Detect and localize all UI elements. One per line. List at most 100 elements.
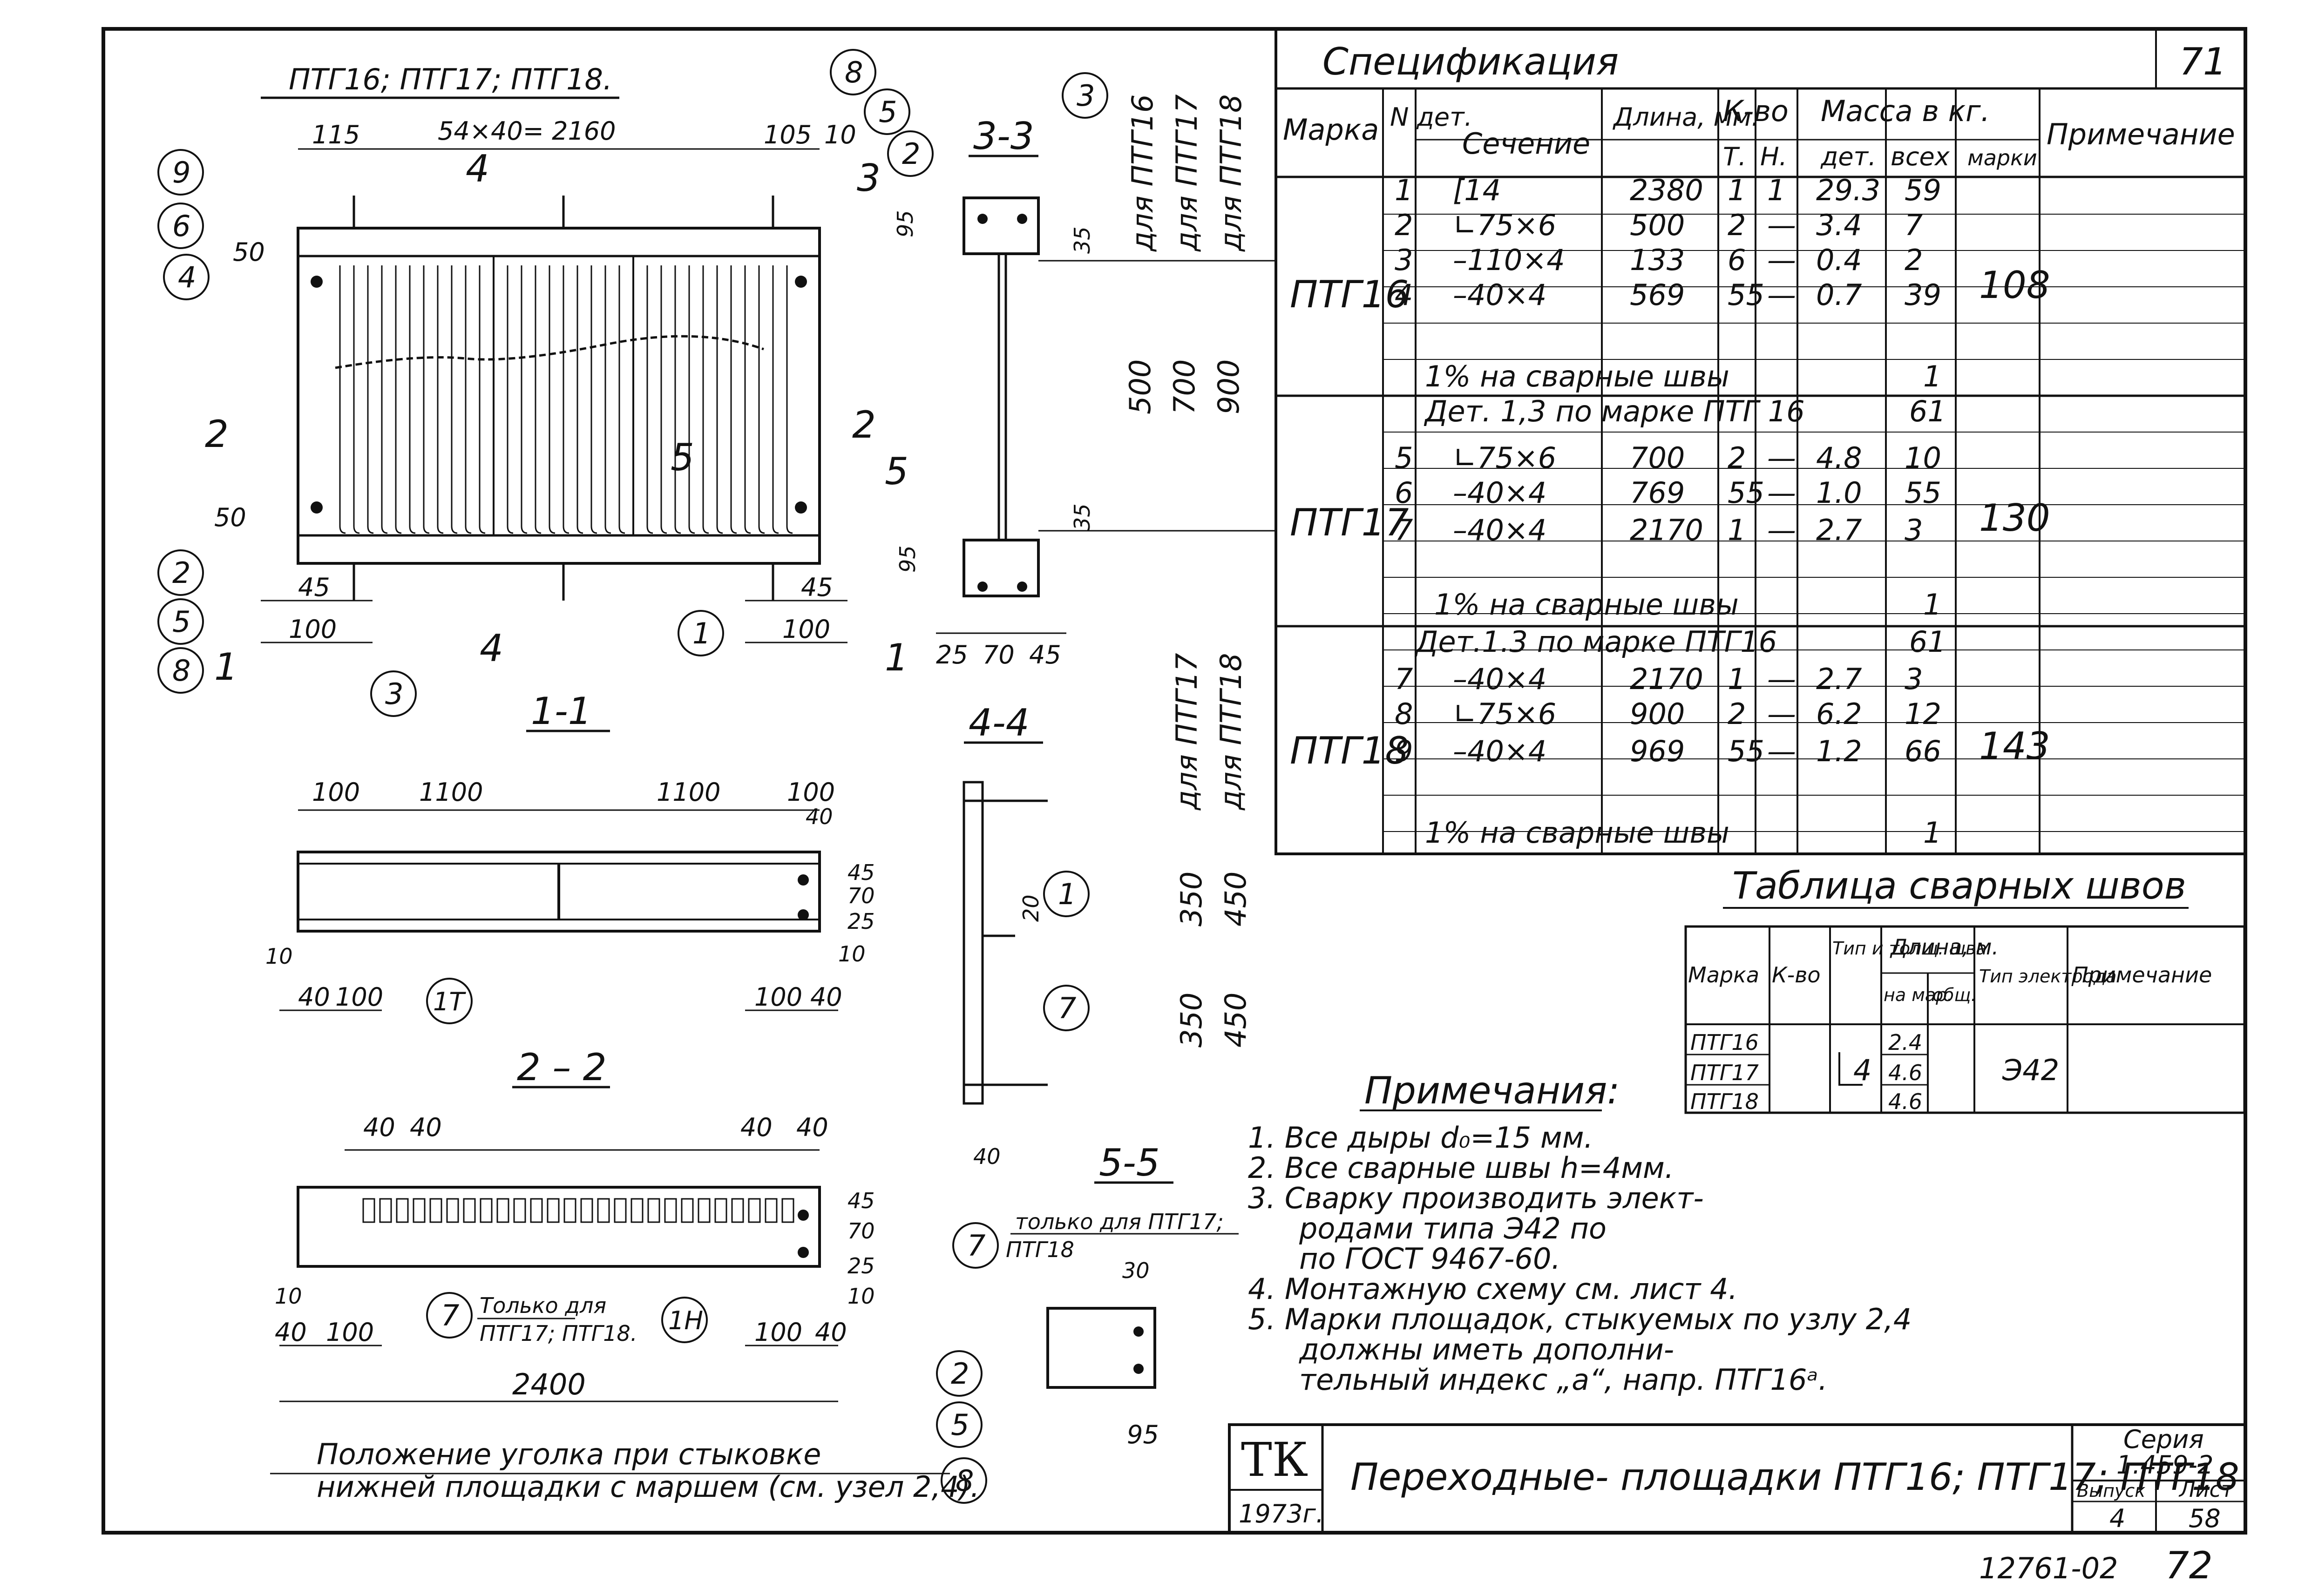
spec-cell: 3.4 [1816,208,1862,242]
grating-tooth [429,1198,442,1223]
grating-bar [786,265,793,534]
cut-mark: 3 [857,156,881,200]
grating-tooth [580,1198,593,1223]
dim-label: 70 [847,1218,875,1244]
svg-text:4: 4 [178,260,196,294]
spec-cell: –40×4 [1453,278,1546,312]
note-item: должны иметь дополни- [1299,1332,1674,1366]
callout-3-sec: 3 [1062,72,1108,119]
spec-cell: 6.2 [1816,697,1862,731]
spec-cell: –40×4 [1453,734,1546,768]
dim-label: 10 [265,944,293,969]
bolt-hole [795,501,807,514]
seria-value: 1.459-2 [2116,1450,2213,1480]
dim-label: 500 [1123,359,1157,414]
dim-label: 45 [847,860,875,885]
grating-tooth [547,1198,560,1223]
drawing-title: ПТГ16; ПТГ17; ПТГ18. [289,62,612,96]
spec-cell: 569 [1630,278,1685,312]
grating-bar [437,265,444,534]
col-header: Масса в кг. [1821,94,1990,128]
det-ref: Дет. 1,3 по марке ПТГ 16 [1424,394,1805,428]
grating-bar [563,265,569,534]
list-value: 58 [2189,1504,2221,1533]
section-5-5: 5-5 только для ПТГ17; ПТГ18 30 95 7 2 5 [936,1141,1239,1449]
weld-row-marka: ПТГ16 [1690,1030,1759,1055]
spec-cell: 900 [1630,697,1685,731]
vertical-label: для ПТГ18 [1214,653,1248,811]
callout-3: 3 [370,670,417,717]
col-header: марки [1967,145,2037,170]
section-1-1: 1-1 100 1100 1100 100 40 45 70 25 10 40 … [265,690,875,1024]
spec-cell: 3 [1905,662,1923,696]
svg-text:1T: 1T [433,987,466,1016]
section-label: 5-5 [1099,1141,1160,1184]
dim-label: 25 [936,640,968,670]
dim-label: 25 [847,1253,875,1278]
callout-7: 7 [426,1292,473,1339]
spec-cell: 3 [1905,513,1923,547]
note-item: 1. Все дыры d₀=15 мм. [1248,1121,1593,1155]
note-item: 2. Все сварные швы h=4мм. [1248,1151,1674,1185]
spec-cell: 1 [1728,513,1746,547]
weld-row-len: 2.4 [1888,1030,1922,1055]
dim-label: 45 [1029,640,1061,670]
svg-text:1: 1 [692,616,711,650]
spec-cell: — [1767,441,1796,475]
svg-text:5: 5 [172,605,190,639]
dim-label: 350 [1174,993,1208,1048]
col-header: К-во [1723,94,1789,128]
weld-row-len: 4.6 [1888,1060,1922,1085]
grating-bar [576,265,583,534]
vypusk-label: Выпуск [2077,1481,2145,1501]
spec-cell: 55 [1728,278,1764,312]
spec-cell: 500 [1630,208,1685,242]
callout-6: 6 [157,203,204,249]
weld-row-marka: ПТГ18 [1690,1089,1759,1114]
dim-label: 35 [1070,226,1095,254]
callout-5: 5 [157,598,204,645]
svg-text:3: 3 [1077,79,1095,113]
note-text: нижней площадки с маршем (см. узел 2,4). [317,1470,980,1504]
section-label: 2 – 2 [517,1046,607,1089]
spec-cell: 7 [1905,208,1923,242]
dim-label: 95 [893,210,918,237]
section-outline [297,1186,821,1268]
bolt-hole [311,276,323,288]
spec-cell: 6 [1395,476,1413,510]
grating-bar [730,265,737,534]
spec-cell: 5 [1395,441,1413,475]
spec-cell: 700 [1630,441,1685,475]
grating-bar [521,265,528,534]
callout-1: 1 [678,610,724,656]
year: 1973г. [1239,1499,1324,1528]
grating-bar [535,265,542,534]
col-header: Т. [1723,142,1746,171]
grating-tooth [664,1198,677,1223]
col-header: дет. [1820,142,1876,171]
section-label: 1-1 [531,690,592,733]
spec-cell: 2.7 [1816,662,1862,696]
grating-tooth [698,1198,711,1223]
det-ref: Дет.1.3 по марке ПТГ16 [1414,625,1777,659]
weld-value: 1 [1923,816,1941,850]
spec-cell: — [1767,513,1796,547]
dim-label: 25 [847,909,875,934]
spec-cell: 0.4 [1816,243,1862,277]
weld-row-len: 4.6 [1888,1089,1922,1114]
spec-cell: — [1767,243,1796,277]
spec-cell: 1 [1767,173,1785,207]
callout-7-sec55: 7 [952,1222,999,1269]
spec-cell: 7 [1395,662,1413,696]
dim-label: 45 [801,573,833,602]
cut-mark: 2 [852,403,876,446]
spec-cell: –40×4 [1453,476,1546,510]
dim-label: 50 [233,237,265,267]
dim-label: 100 [289,615,337,644]
callout-4: 4 [163,254,210,300]
grating-bar [744,265,751,534]
spec-table: Спецификация 71 Марка N дет. Сечение Дли… [1275,27,2247,855]
grating-tooth [530,1198,543,1223]
